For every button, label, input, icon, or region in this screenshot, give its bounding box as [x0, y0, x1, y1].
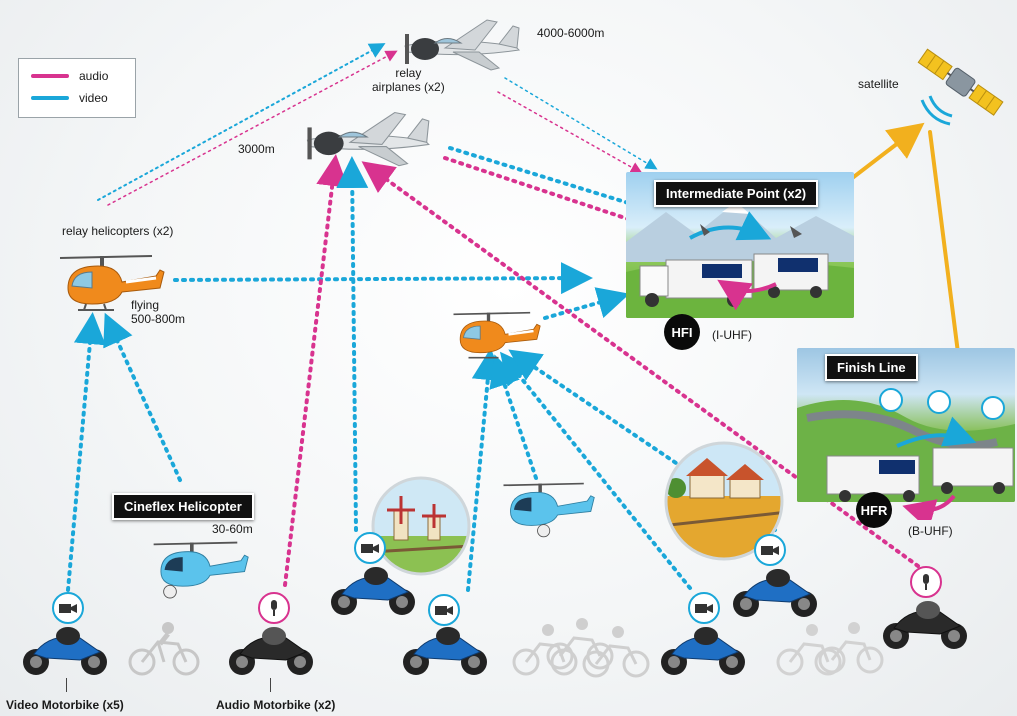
- altitude-3000-label: 3000m: [238, 142, 275, 156]
- legend-video-label: video: [79, 91, 108, 105]
- link-center-bike-to-small-helicopter: [466, 348, 504, 592]
- video-motorbike-5-icon: [733, 569, 817, 617]
- satellite-icon: [917, 48, 1004, 126]
- video-camera-2-icon: [354, 532, 386, 564]
- link-helicopter-to-high-plane-video: [97, 43, 386, 201]
- link-small-helicopter-to-intermediate: [543, 287, 630, 320]
- video-bike-pointer: [66, 678, 67, 692]
- audio-motorbike-caption: Audio Motorbike (x2): [216, 698, 336, 712]
- video-camera-4-icon: [688, 592, 720, 624]
- legend-audio-label: audio: [79, 69, 109, 83]
- legend-audio: audio: [31, 69, 108, 83]
- relay-airplane-3000-icon: [306, 111, 430, 167]
- cineflex-altitude-label: 30-60m: [212, 522, 253, 536]
- audio-bike-pointer: [270, 678, 271, 692]
- cyclist-icon: [128, 622, 200, 676]
- video-motorbike-icon: [23, 627, 107, 675]
- b-uhf-label: (B-UHF): [908, 524, 953, 538]
- link-cineflex-to-helicopter: [103, 312, 182, 482]
- link-video-bike-to-helicopter: [66, 312, 106, 592]
- village-scene-icon: [664, 441, 784, 561]
- intermediate-scene-icon: [626, 202, 854, 318]
- legend: audio video: [18, 58, 136, 118]
- link-helicopter-to-high-plane-audio: [107, 50, 398, 206]
- audio-motorbike-2-icon: [883, 601, 967, 649]
- finish-line-tag: Finish Line: [825, 354, 918, 381]
- peloton-cyclists-icon: [512, 618, 650, 678]
- link-cineflex2-to-small-helicopter: [489, 354, 538, 480]
- altitude-high-label: 4000-6000m: [537, 26, 605, 40]
- relay-helicopter-icon: [59, 255, 165, 311]
- audio-swatch: [31, 74, 69, 78]
- cyclists-right-icon: [776, 622, 884, 676]
- video-motorbike-3-icon: [403, 627, 487, 675]
- relay-airplanes-label: relay airplanes (x2): [372, 66, 445, 94]
- satellite-label: satellite: [858, 77, 899, 91]
- intermediate-point-tag: Intermediate Point (x2): [654, 180, 819, 207]
- relay-helicopters-label: relay helicopters (x2): [62, 224, 174, 238]
- windmill-scene-icon: [371, 476, 471, 576]
- flying-label: flying 500-800m: [131, 298, 186, 326]
- relay-helicopter-small-icon: [453, 311, 541, 359]
- hfr-handover-arrow-icon: [902, 494, 956, 520]
- relay-airplane-high-icon: [404, 19, 521, 71]
- video-camera-3-icon: [428, 594, 460, 626]
- microphone-icon: [258, 592, 290, 624]
- hfi-badge: HFI: [664, 314, 700, 350]
- legend-video: video: [31, 91, 108, 105]
- i-uhf-label: (I-UHF): [712, 328, 752, 342]
- video-camera-icon: [52, 592, 84, 624]
- cineflex-helicopter-2-icon: [503, 482, 595, 538]
- finish-scene-icon: [797, 388, 1015, 502]
- cineflex-helicopter-icon: [153, 541, 249, 599]
- cineflex-helicopter-tag: Cineflex Helicopter: [112, 493, 254, 520]
- link-audio-bike-to-plane: [283, 154, 349, 587]
- audio-motorbike-icon: [229, 627, 313, 675]
- video-swatch: [31, 96, 69, 100]
- link-high-plane-to-intermediate-video: [504, 77, 658, 170]
- hfr-badge: HFR: [856, 492, 892, 528]
- link-right-bike-to-small-helicopter: [499, 351, 692, 590]
- video-camera-5-icon: [754, 534, 786, 566]
- video-motorbike-2-icon: [331, 567, 415, 615]
- link-high-plane-to-intermediate-audio: [497, 91, 643, 174]
- link-windmill-bike-to-plane: [336, 156, 369, 532]
- video-motorbike-caption: Video Motorbike (x5): [6, 698, 124, 712]
- microphone-2-icon: [910, 566, 942, 598]
- video-motorbike-4-icon: [661, 627, 745, 675]
